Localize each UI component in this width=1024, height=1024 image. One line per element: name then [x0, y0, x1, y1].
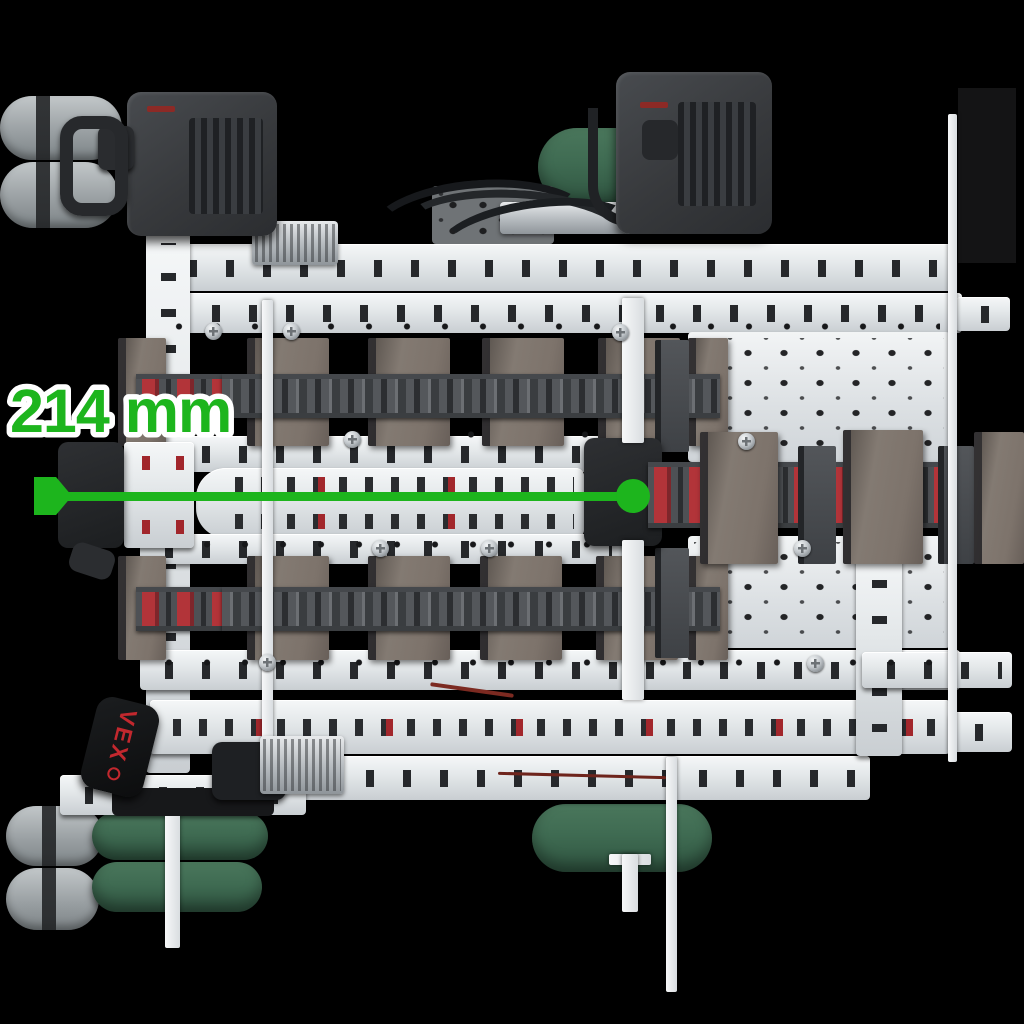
rail-mid-upper — [622, 298, 644, 443]
beam-slots — [160, 719, 940, 736]
rail-bottom-middle — [666, 757, 677, 992]
screw — [807, 655, 824, 672]
vex-logo-dot — [106, 765, 122, 782]
omni-roller-gaps — [6, 806, 103, 866]
center-c-channel — [196, 468, 584, 538]
shadow-wedge — [958, 88, 1016, 263]
wheel-shaft-bottom-left — [165, 798, 180, 948]
wheel-handle-bracket — [60, 116, 128, 216]
motor-connector-right — [642, 120, 678, 160]
rivet-row — [150, 658, 950, 667]
beam-stub-bottom-right-2 — [950, 712, 1012, 752]
intake-flap — [700, 432, 778, 564]
beam-vertical-bottom-right — [856, 544, 902, 756]
vex-logo-text: VEX — [103, 706, 143, 767]
motor-vents — [678, 102, 756, 206]
beam-stub-top-right — [956, 297, 1010, 331]
screw — [612, 324, 629, 341]
rivet-row — [160, 322, 940, 331]
screw — [283, 323, 300, 340]
screw — [738, 433, 755, 450]
red-slot-row — [130, 520, 188, 534]
green-wheel-bottom-left — [92, 812, 268, 860]
beam-slots — [240, 770, 860, 787]
omni-roller-gaps — [0, 162, 118, 228]
omni-roller-gaps — [6, 868, 99, 930]
screw — [259, 654, 276, 671]
beam-slots — [160, 305, 952, 322]
rivet-row — [300, 430, 646, 439]
beam-slots — [150, 446, 642, 463]
beam-slots — [960, 724, 1002, 741]
red-slot-row — [130, 456, 188, 470]
screw — [205, 323, 222, 340]
tread-chain — [222, 587, 720, 631]
omni-wheel-bottom-left-roller — [6, 868, 99, 930]
tread-chain-red — [136, 587, 222, 631]
rail-right-vertical — [948, 114, 957, 762]
dimension-end-marker — [616, 479, 650, 513]
intake-flap — [974, 432, 1024, 564]
motor-vents — [189, 118, 263, 214]
flap-dark-edge — [655, 548, 689, 658]
dimension-line — [40, 492, 634, 501]
dimension-label: 214 mm — [5, 372, 238, 451]
motor-label-red-text — [147, 106, 175, 112]
smart-motor-left — [127, 92, 277, 236]
smart-motor-right — [616, 72, 772, 234]
shaft-rail-left-column — [262, 300, 273, 745]
screw — [481, 540, 498, 557]
flap-dark-edge — [655, 340, 689, 452]
channel-slot-row — [222, 514, 574, 529]
rail-mid-lower — [622, 540, 644, 700]
tread-chain-red — [136, 374, 222, 418]
motor-label-red-text — [640, 102, 668, 108]
channel-slot-row — [222, 477, 574, 492]
dimension-label-text: 214 mm — [10, 377, 231, 445]
shaft-bracket-vertical — [622, 854, 638, 912]
intake-flap — [843, 430, 923, 564]
gearbox-bottom — [260, 736, 344, 794]
screw — [794, 540, 811, 557]
beam-slots — [872, 554, 887, 746]
omni-wheel-top-left-roller — [0, 162, 118, 228]
screw — [372, 540, 389, 557]
screw — [344, 431, 361, 448]
motor-cable-right — [588, 108, 634, 226]
gearbox-ribs — [263, 739, 341, 791]
beam-slots — [174, 259, 944, 277]
omni-wheel-bottom-left-roller — [6, 806, 103, 866]
beam-slots — [966, 306, 1000, 323]
